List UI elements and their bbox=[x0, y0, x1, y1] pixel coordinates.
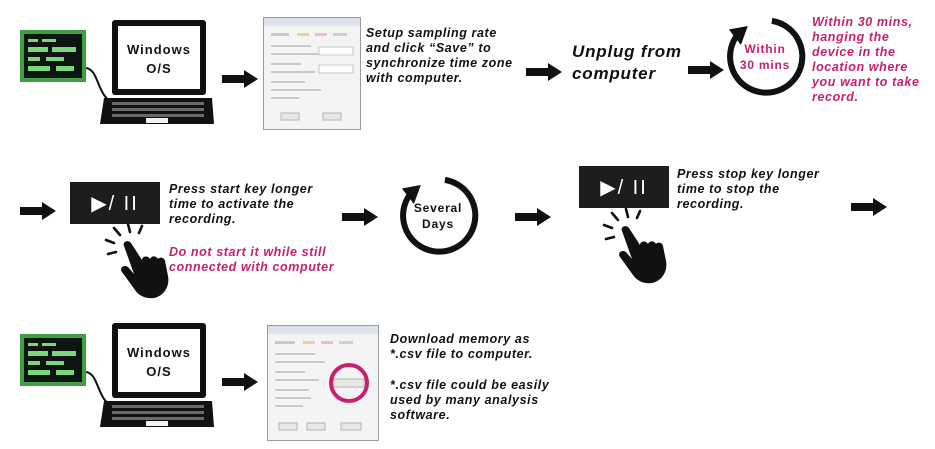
flow-arrow bbox=[526, 63, 562, 81]
software-window bbox=[267, 325, 379, 441]
pressing-hand-icon bbox=[596, 205, 676, 285]
software-window bbox=[263, 17, 361, 130]
start-stop-key: ▶/ II bbox=[70, 182, 160, 224]
unplug-text: Unplug from computer bbox=[572, 42, 682, 83]
csv-note: *.csv file could be easily used by many … bbox=[390, 378, 550, 422]
within-cycle-label: Within 30 mins bbox=[739, 42, 791, 72]
flow-arrow bbox=[515, 208, 551, 226]
flow-arrow bbox=[342, 208, 378, 226]
laptop: Windows O/S bbox=[100, 323, 215, 430]
laptop-screen-label: Windows O/S bbox=[127, 42, 191, 76]
start-stop-key: ▶/ II bbox=[579, 166, 669, 208]
data-logger-device bbox=[20, 334, 86, 386]
download-text: Download memory as *.csv file to compute… bbox=[390, 332, 534, 361]
start-text: Press start key longer time to activate … bbox=[169, 182, 313, 226]
pressing-hand-icon bbox=[98, 220, 178, 300]
within-30-mins-cycle: Within 30 mins bbox=[722, 14, 808, 100]
flow-arrow bbox=[222, 373, 258, 391]
several-days-cycle: Several Days bbox=[395, 173, 481, 259]
setup-text: Setup sampling rate and click “Save” to … bbox=[366, 26, 513, 85]
stop-text: Press stop key longer time to stop the r… bbox=[677, 167, 820, 211]
laptop-screen-label: Windows O/S bbox=[127, 345, 191, 379]
start-warning: Do not start it while still connected wi… bbox=[169, 245, 335, 274]
several-days-label: Several Days bbox=[413, 201, 463, 231]
data-logger-device bbox=[20, 30, 86, 82]
flow-arrow bbox=[222, 70, 258, 88]
flow-arrow bbox=[20, 202, 56, 220]
within-note: Within 30 mins, hanging the device in th… bbox=[812, 15, 920, 104]
flow-arrow bbox=[851, 198, 887, 216]
flow-arrow bbox=[688, 61, 724, 79]
laptop: Windows O/S bbox=[100, 20, 215, 127]
